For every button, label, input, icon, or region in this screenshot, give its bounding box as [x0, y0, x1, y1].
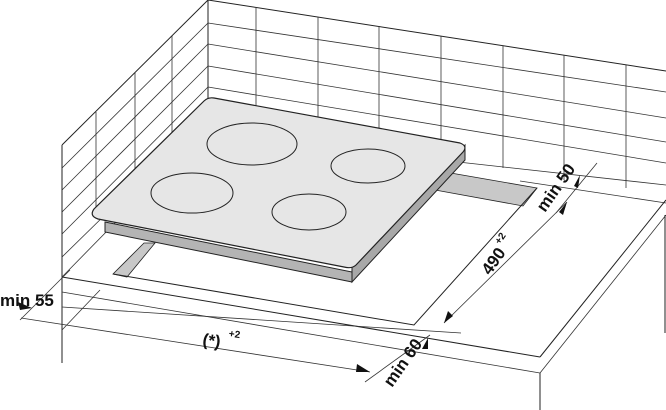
hob	[91, 97, 466, 284]
width-label: (*)	[201, 330, 221, 351]
depth-tolerance: +2	[493, 231, 509, 247]
min-front-label: min 60	[380, 335, 426, 390]
min-back-label: min 50	[533, 160, 579, 215]
burner-back-left	[206, 122, 298, 166]
burner-front-left	[150, 172, 234, 214]
burner-front-right	[271, 193, 347, 231]
back-wall	[207, 0, 666, 204]
width-tolerance: +2	[228, 329, 241, 342]
min-left-label: min 55	[0, 291, 54, 310]
burner-back-right	[330, 148, 406, 184]
dimension-lines	[18, 162, 598, 383]
cutout	[112, 171, 538, 326]
